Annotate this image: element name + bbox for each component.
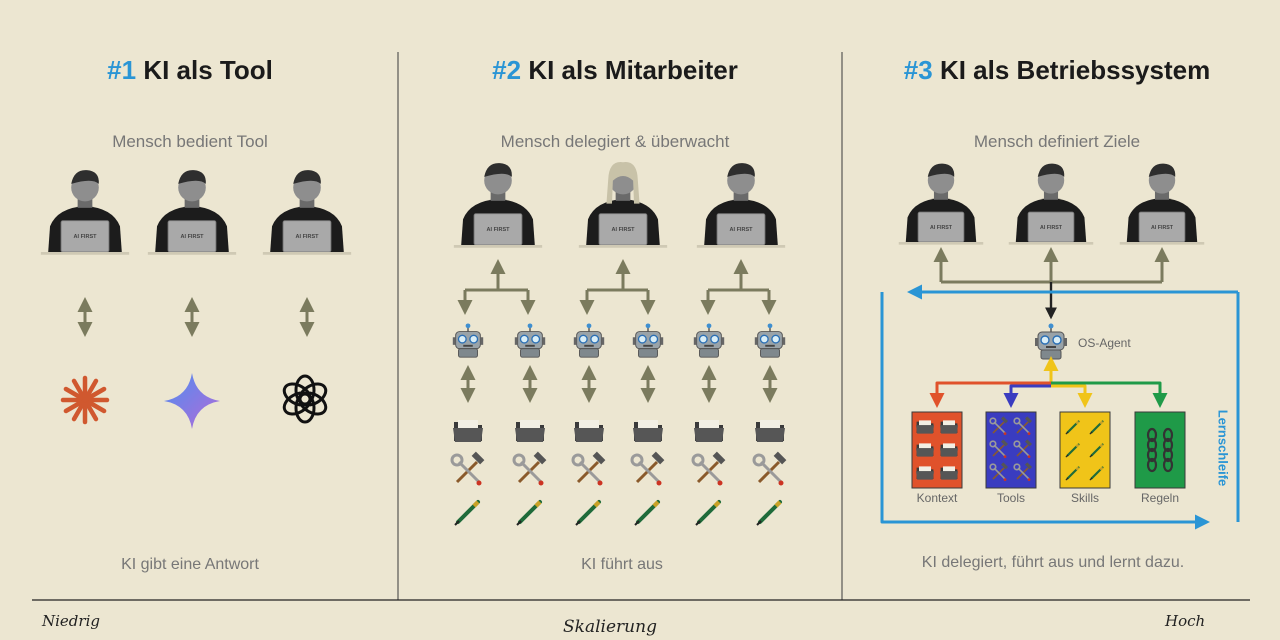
folder-icon [916,420,934,434]
folder-icon [916,443,934,457]
laptop-logo: AI FIRST [1151,225,1174,231]
column-1-title: #1 KI als Tool [107,55,273,85]
robot-icon [514,323,546,358]
person-avatar: AI FIRST [262,170,352,255]
module-box-tools [985,411,1037,489]
pen-icon [1065,443,1080,458]
robot-icon [573,323,605,358]
gemini-logo-icon [164,373,220,429]
pen-icon [634,500,660,526]
folder-icon [940,466,958,480]
tools-icon [450,451,485,486]
column-2-footer: KI führt aus [581,556,663,573]
pen-icon [1089,420,1104,435]
distribution-arrow-kontext [929,381,1051,408]
robot-icon [632,323,664,358]
laptop-logo: AI FIRST [181,234,205,240]
laptop-logo: AI FIRST [730,227,754,233]
tools-icon [752,451,787,486]
column-1-subtitle: Mensch bedient Tool [112,132,268,151]
tools-icon [989,462,1009,481]
pen-icon [1065,420,1080,435]
pen-icon [1065,466,1080,481]
laptop-logo: AI FIRST [930,225,953,231]
tools-icon [989,439,1009,458]
person-avatar: AI FIRST [453,163,543,248]
learning-loop-label: Lernschleife [1215,409,1231,487]
pen-icon [516,500,542,526]
distribution-arrow-skills [1051,384,1093,408]
laptop-logo: AI FIRST [1040,225,1063,231]
chain-icon [1162,427,1174,473]
folder-icon [574,420,604,442]
folder-icon [940,420,958,434]
tools-icon [1013,439,1033,458]
folder-icon [694,420,724,442]
module-label-regeln: Regeln [1140,491,1180,505]
robot-icon [693,323,725,358]
column-2-subtitle: Mensch delegiert & überwacht [500,132,730,151]
axis-high-label: Hoch [1165,612,1206,630]
claude-logo-icon [60,375,110,425]
axis-mid-label: Skalierung [563,617,657,637]
folder-icon [515,420,545,442]
axis-low-label: Niedrig [42,612,100,630]
pen-icon [756,500,782,526]
distribution-arrow-regeln [1051,381,1168,408]
robot-icon [754,323,786,358]
pen-icon [1089,466,1104,481]
laptop-logo: AI FIRST [612,227,636,233]
pen-icon [1089,443,1104,458]
openai-logo-icon [282,374,328,424]
robot-icon [452,323,484,358]
tools-icon [691,451,726,486]
column-1-footer: KI gibt eine Antwort [121,556,259,573]
module-label-skills: Skills [1070,491,1100,505]
person-avatar: AI FIRST [1008,163,1094,245]
chain-icon [1146,427,1158,473]
column-3-subtitle: Mensch definiert Ziele [973,132,1141,151]
pen-icon [575,500,601,526]
robot-icon [1035,323,1067,360]
person-avatar: AI FIRST [696,163,786,248]
folder-icon [453,420,483,442]
folder-icon [633,420,663,442]
person-avatar: AI FIRST [40,170,130,255]
os-agent-label: OS-Agent [1078,336,1131,350]
tools-icon [1013,462,1033,481]
module-box-regeln [1134,411,1186,489]
folder-icon [940,443,958,457]
tools-icon [630,451,665,486]
module-label-kontext: Kontext [916,491,958,505]
pen-icon [454,500,480,526]
laptop-logo: AI FIRST [296,234,320,240]
person-avatar: AI FIRST [578,162,668,248]
folder-icon [916,466,934,480]
folder-icon [755,420,785,442]
tools-icon [512,451,547,486]
module-box-skills [1059,411,1111,489]
laptop-logo: AI FIRST [74,234,98,240]
learning-loop-bottom [880,292,1210,530]
person-avatar: AI FIRST [1119,163,1205,245]
tools-icon [989,416,1009,435]
tools-icon [1013,416,1033,435]
person-avatar: AI FIRST [147,170,237,255]
module-label-tools: Tools [996,491,1026,505]
tools-icon [571,451,606,486]
pen-icon [695,500,721,526]
column-3-footer: KI delegiert, führt aus und lernt dazu. [921,554,1185,571]
column-2-title: #2 KI als Mitarbeiter [492,55,738,85]
laptop-logo: AI FIRST [487,227,511,233]
person-avatar: AI FIRST [898,163,984,245]
column-3-title: #3 KI als Betriebssystem [903,55,1211,85]
distribution-arrow-tools [1003,384,1051,408]
